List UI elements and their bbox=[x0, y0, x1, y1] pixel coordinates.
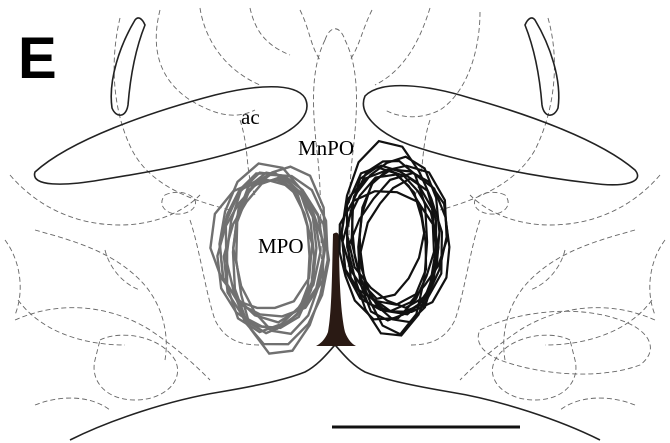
panel-letter: E bbox=[18, 26, 57, 91]
mpo-right-traces bbox=[340, 141, 450, 335]
mnpo-label: MnPO bbox=[298, 136, 354, 160]
ac-label: ac bbox=[241, 105, 260, 129]
right-lateral-structure bbox=[525, 18, 559, 115]
atlas-solid-outlines bbox=[35, 18, 638, 440]
mpo-label: MPO bbox=[258, 234, 304, 258]
atlas-dashed-boundaries bbox=[5, 8, 665, 410]
ac-left-outline bbox=[35, 87, 307, 184]
mpo-left-traces bbox=[210, 164, 329, 354]
